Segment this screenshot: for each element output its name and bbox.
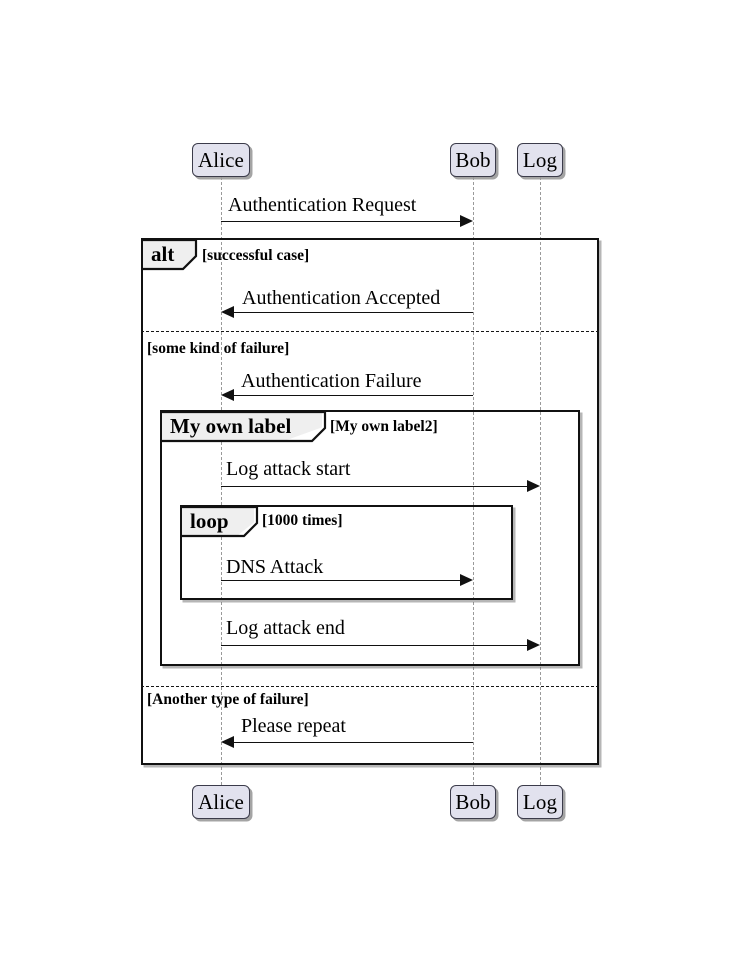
message-line-log-attack-end bbox=[221, 645, 528, 646]
message-line-authentication-failure bbox=[234, 395, 473, 396]
participant-label-log-bottom: Log bbox=[522, 789, 558, 814]
fragment-operator-tag-alt: alt bbox=[143, 240, 195, 268]
participant-box-alice-top[interactable]: Alice bbox=[192, 143, 250, 177]
fragment-frame-loop bbox=[180, 505, 513, 600]
participant-label-log-top: Log bbox=[522, 147, 558, 172]
fragment-operator-tag-loop: loop bbox=[182, 507, 254, 535]
arrowhead-right-dns-attack bbox=[460, 573, 473, 586]
message-line-log-attack-start bbox=[221, 486, 528, 487]
message-label-dns-attack: DNS Attack bbox=[226, 556, 324, 578]
fragment-guard-successful-case: [successful case] bbox=[202, 247, 310, 264]
participant-label-alice-top: Alice bbox=[198, 147, 244, 172]
participant-label-bob-bottom: Bob bbox=[455, 789, 491, 814]
lifeline-bob bbox=[473, 177, 474, 785]
participant-box-log-top[interactable]: Log bbox=[517, 143, 563, 177]
message-label-log-attack-end: Log attack end bbox=[226, 617, 345, 639]
participant-box-bob-top[interactable]: Bob bbox=[450, 143, 496, 177]
message-label-please-repeat: Please repeat bbox=[241, 715, 346, 737]
arrowhead-right-log-attack-end bbox=[527, 638, 540, 651]
participant-label-bob-top: Bob bbox=[455, 147, 491, 172]
fragment-guard-1000-times: [1000 times] bbox=[262, 512, 343, 529]
fragment-guard-some-kind-of-failure: [some kind of failure] bbox=[147, 340, 290, 357]
fragment-operator-label-my-own-label: My own label bbox=[170, 413, 292, 438]
participant-box-bob-bottom[interactable]: Bob bbox=[450, 785, 496, 819]
message-line-dns-attack bbox=[221, 580, 461, 581]
arrowhead-left-authentication-failure bbox=[221, 388, 234, 401]
lifeline-alice bbox=[221, 177, 222, 785]
fragment-frame-alt bbox=[141, 238, 599, 765]
participant-box-log-bottom[interactable]: Log bbox=[517, 785, 563, 819]
message-line-authentication-accepted bbox=[234, 312, 473, 313]
message-label-log-attack-start: Log attack start bbox=[226, 458, 351, 480]
message-line-authentication-request bbox=[221, 221, 461, 222]
fragment-operator-tag-my-own-label: My own label bbox=[162, 412, 322, 440]
fragment-guard-another-type-of-failure: [Another type of failure] bbox=[147, 691, 309, 708]
participant-box-alice-bottom[interactable]: Alice bbox=[192, 785, 250, 819]
lifeline-log bbox=[540, 177, 541, 785]
message-line-please-repeat bbox=[234, 742, 473, 743]
fragment-divider-2 bbox=[141, 686, 599, 687]
fragment-divider-1 bbox=[141, 331, 599, 332]
fragment-frame-my-own-label bbox=[160, 410, 580, 666]
arrowhead-right-log-attack-start bbox=[527, 479, 540, 492]
participant-label-alice-bottom: Alice bbox=[198, 789, 244, 814]
arrowhead-left-please-repeat bbox=[221, 735, 234, 748]
message-label-authentication-failure: Authentication Failure bbox=[241, 370, 422, 392]
fragment-guard-my-own-label2: [My own label2] bbox=[330, 418, 438, 435]
fragment-operator-label-loop: loop bbox=[190, 508, 229, 533]
message-label-authentication-accepted: Authentication Accepted bbox=[242, 287, 441, 309]
fragment-operator-label-alt: alt bbox=[151, 241, 175, 266]
arrowhead-right-authentication-request bbox=[460, 214, 473, 227]
arrowhead-left-authentication-accepted bbox=[221, 305, 234, 318]
message-label-authentication-request: Authentication Request bbox=[228, 194, 417, 216]
